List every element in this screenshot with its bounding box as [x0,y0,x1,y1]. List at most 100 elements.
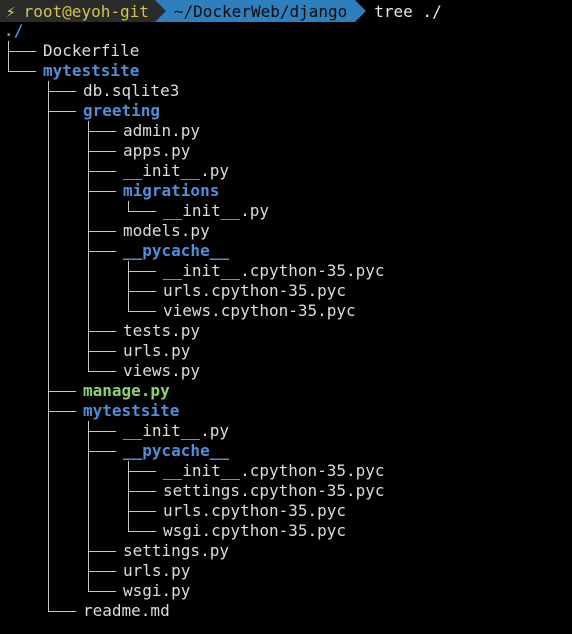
file-name: urls.cpython-35.pyc [163,501,347,520]
tree-branch-line [8,71,36,72]
tree-branch-line [128,291,156,292]
tree-file-row: views.py [0,361,572,381]
tree-branch-line [128,471,156,472]
tree-guide-line [48,361,49,381]
tree-file-row: wsgi.cpython-35.pyc [0,521,572,541]
tree-branch-line [128,271,156,272]
tree-guide-line [48,261,49,281]
prompt-user-segment: ⚡ root@eyoh-git [0,0,155,22]
tree-branch-line [88,451,116,452]
tree-file-row: db.sqlite3 [0,81,572,101]
file-name: manage.py [83,381,170,400]
file-name: urls.py [123,561,191,580]
tree-guide-line [48,121,49,141]
tree-branch-line [88,571,116,572]
tree-branch-line [88,591,116,592]
tree-file-row: settings.py [0,541,572,561]
file-name: Dockerfile [43,41,140,60]
tree-file-row: wsgi.py [0,581,572,601]
tree-branch-line [88,371,116,372]
tree-branch-line [8,61,9,71]
file-name: db.sqlite3 [83,81,180,100]
file-name: readme.md [83,601,170,620]
tree-file-row: admin.py [0,121,572,141]
file-name: urls.py [123,341,191,360]
tree-branch-line [48,391,76,392]
tree-guide-line [88,261,89,281]
tree-branch-line [48,601,49,611]
tree-branch-line [48,611,76,612]
tree-guide-line [48,161,49,181]
tree-branch-line [128,491,156,492]
tree-guide-line [48,141,49,161]
tree-dir-row: mytestsite [0,401,572,421]
tree-file-row: tests.py [0,321,572,341]
tree-branch-line [128,531,156,532]
prompt-user-host: root@eyoh-git [23,1,149,21]
tree-dir-row: __pycache__ [0,441,572,461]
tree-file-row: manage.py [0,381,572,401]
tree-guide-line [48,181,49,201]
tree-file-row: readme.md [0,601,572,621]
tree-guide-line [48,581,49,601]
tree-branch-line [48,111,76,112]
tree-branch-line [48,411,76,412]
tree-guide-line [88,281,89,301]
tree-file-row: views.cpython-35.pyc [0,301,572,321]
tree-file-row: __init__.py [0,161,572,181]
tree-branch-line [88,551,116,552]
tree-branch-line [88,151,116,152]
tree-guide-line [48,281,49,301]
tree-guide-line [48,341,49,361]
lightning-bolt-icon: ⚡ [6,1,16,21]
tree-guide-line [88,521,89,541]
tree-branch-line [88,331,116,332]
tree-dir-row: mytestsite [0,61,572,81]
tree-guide-line [48,521,49,541]
file-name: admin.py [123,121,201,140]
tree-guide-line [48,301,49,321]
prompt-path: ~/DockerWeb/django [173,1,348,21]
tree-guide-line [48,481,49,501]
tree-guide-line [48,501,49,521]
tree-branch-line [8,51,36,52]
tree-branch-line [88,191,116,192]
tree-branch-line [88,251,116,252]
tree-file-row: urls.cpython-35.pyc [0,501,572,521]
tree-branch-line [88,361,89,371]
directory-name: __pycache__ [123,241,229,260]
file-name: __init__.py [123,161,229,180]
tree-branch-line [88,431,116,432]
tree-guide-line [88,501,89,521]
tree-file-row: __init__.py [0,421,572,441]
file-name: models.py [123,221,210,240]
file-name: settings.cpython-35.pyc [163,481,385,500]
prompt-separator-arrow [154,0,166,22]
directory-name: greeting [83,101,161,120]
file-name: tests.py [123,321,201,340]
tree-dir-row: greeting [0,101,572,121]
tree-guide-line [48,221,49,241]
tree-branch-line [48,91,76,92]
tree-file-row: urls.py [0,341,572,361]
file-name: urls.cpython-35.pyc [163,281,347,300]
file-name: __init__.cpython-35.pyc [163,461,385,480]
tree-file-row: urls.cpython-35.pyc [0,281,572,301]
tree-guide-line [88,201,89,221]
tree-branch-line [88,131,116,132]
directory-name: __pycache__ [123,441,229,460]
tree-dir-row: migrations [0,181,572,201]
tree-branch-line [88,581,89,591]
tree-file-row: settings.cpython-35.pyc [0,481,572,501]
tree-guide-line [48,561,49,581]
tree-file-row: __init__.cpython-35.pyc [0,461,572,481]
tree-branch-line [128,301,129,311]
tree-branch-line [128,201,129,211]
tree-guide-line [48,241,49,261]
tree-guide-line [48,441,49,461]
file-name: views.cpython-35.pyc [163,301,356,320]
tree-file-row: __init__.py [0,201,572,221]
tree-guide-line [48,421,49,441]
